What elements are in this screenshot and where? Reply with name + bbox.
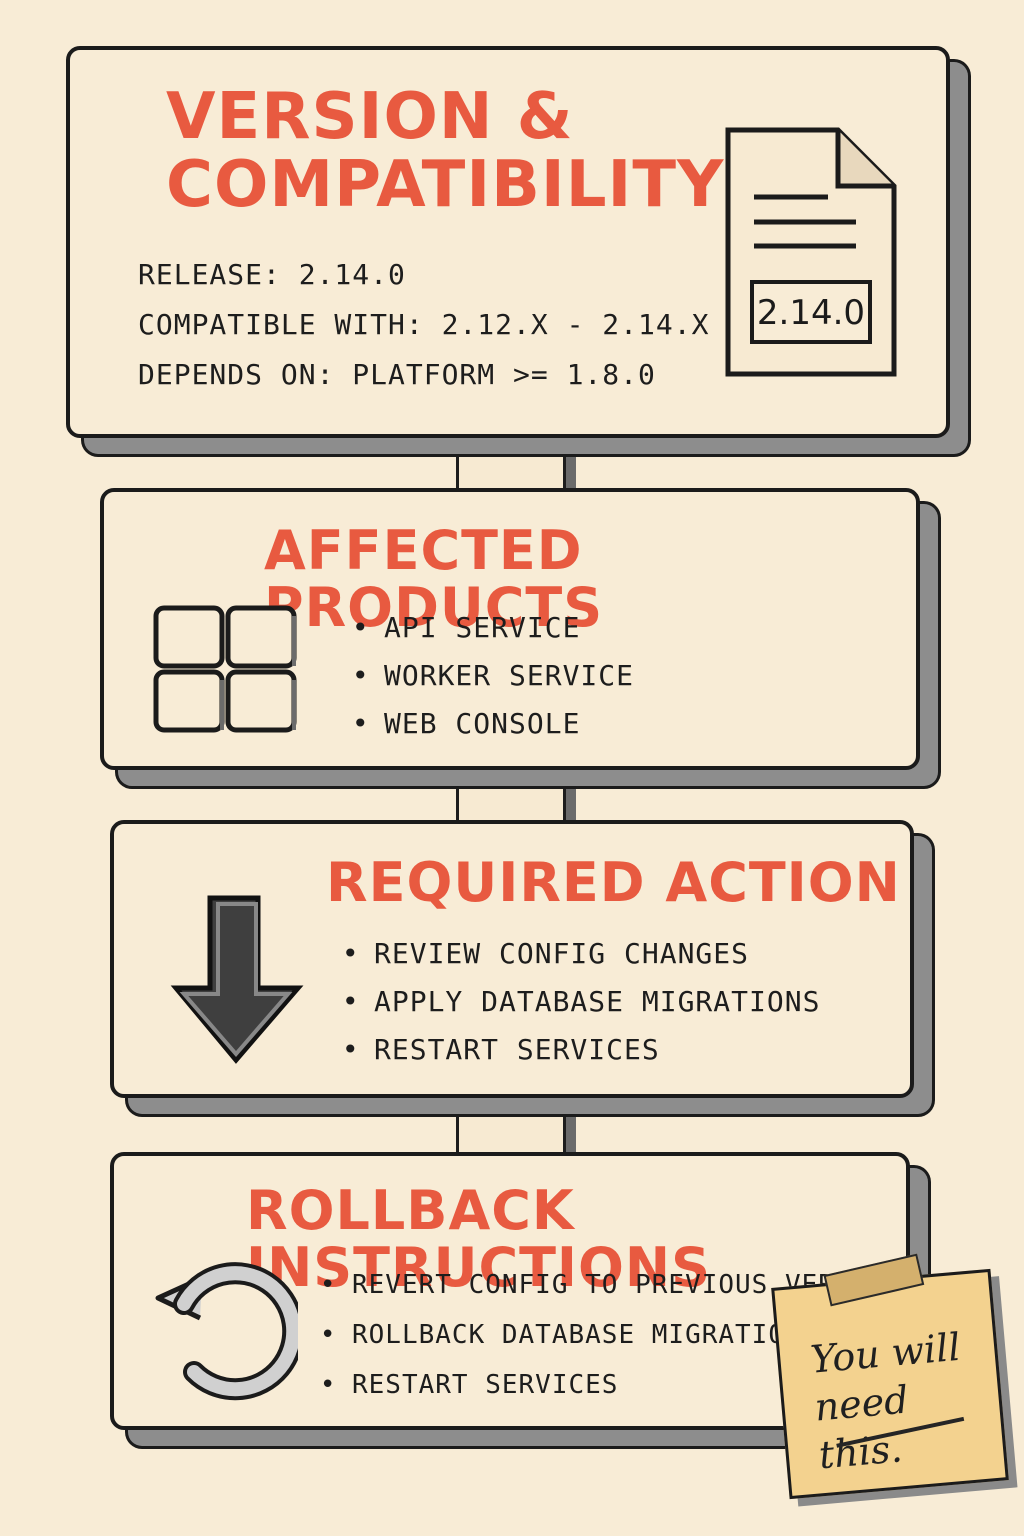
connector-2 bbox=[456, 768, 566, 830]
required-title: REQUIRED ACTION bbox=[326, 851, 901, 914]
version-badge: 2.14.0 bbox=[757, 293, 865, 333]
affected-item-api: API SERVICE bbox=[352, 604, 634, 652]
rollback-item-restart: RESTART SERVICES bbox=[320, 1360, 902, 1410]
affected-item-worker: WORKER SERVICE bbox=[352, 652, 634, 700]
document-icon: 2.14.0 bbox=[725, 127, 897, 377]
version-details: RELEASE: 2.14.0 COMPATIBLE WITH: 2.12.x … bbox=[138, 250, 709, 400]
depends-text: DEPENDS ON: PLATFORM >= 1.8.0 bbox=[138, 358, 656, 391]
connector-3 bbox=[456, 1096, 566, 1160]
required-action-panel: REQUIRED ACTION REVIEW CONFIG CHANGES AP… bbox=[110, 820, 914, 1098]
affected-list: API SERVICE WORKER SERVICE WEB CONSOLE bbox=[352, 604, 634, 748]
grid-icon bbox=[153, 605, 297, 733]
required-item-review: REVIEW CONFIG CHANGES bbox=[342, 930, 820, 978]
undo-icon bbox=[155, 1262, 298, 1401]
compatible-text: COMPATIBLE WITH: 2.12.x - 2.14.x bbox=[138, 308, 710, 341]
required-item-restart: RESTART SERVICES bbox=[342, 1026, 820, 1074]
affected-products-panel: AFFECTED PRODUCTS API SERVICE WORKER SER… bbox=[100, 488, 920, 770]
down-arrow-icon bbox=[170, 895, 304, 1064]
sticky-note: You will need this. bbox=[771, 1253, 1009, 1500]
version-title: VERSION & COMPATIBILITY bbox=[166, 80, 725, 222]
sticky-note-text: You will need this. bbox=[808, 1324, 963, 1478]
version-compatibility-panel: VERSION & COMPATIBILITY RELEASE: 2.14.0 … bbox=[66, 46, 950, 438]
required-item-apply: APPLY DATABASE MIGRATIONS bbox=[342, 978, 820, 1026]
rollback-item-migration: ROLLBACK DATABASE MIGRATION bbox=[320, 1310, 902, 1360]
affected-item-console: WEB CONSOLE bbox=[352, 700, 634, 748]
release-text: RELEASE: 2.14.0 bbox=[138, 258, 406, 291]
required-list: REVIEW CONFIG CHANGES APPLY DATABASE MIG… bbox=[342, 930, 820, 1074]
